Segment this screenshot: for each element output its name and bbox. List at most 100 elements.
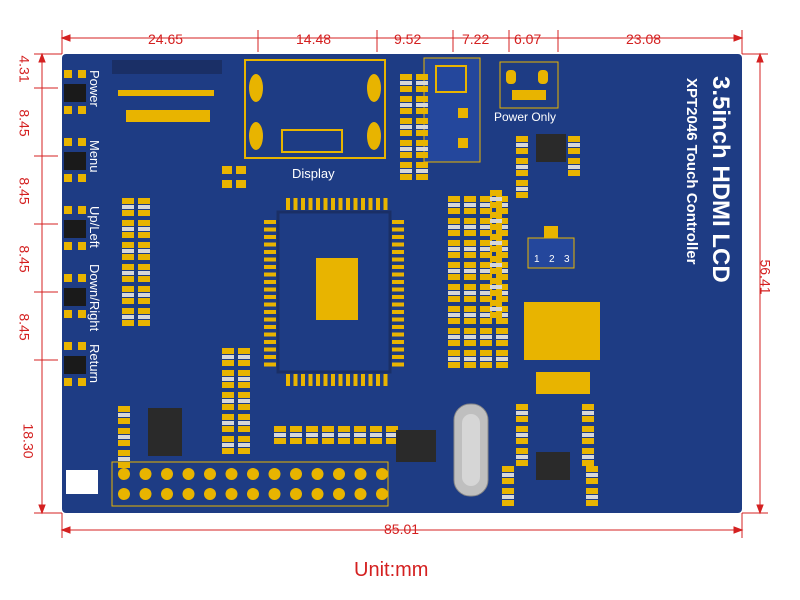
smd-body (464, 335, 476, 339)
gpio-pin (139, 468, 152, 480)
smd-pad (582, 404, 594, 410)
gpio-pin (311, 468, 324, 480)
qfp-pin (323, 374, 328, 386)
smd-pad (238, 414, 250, 420)
smd-pad (238, 436, 250, 442)
qfp-pin (392, 347, 404, 352)
smd-body (502, 495, 514, 499)
qfp-pin (361, 198, 365, 210)
smd-pad (480, 196, 492, 202)
smd-pad (448, 350, 460, 356)
gpio-pin (311, 488, 324, 500)
smd-pad (118, 450, 130, 456)
smd-pad (400, 74, 412, 80)
smd-pad (416, 130, 428, 136)
smd-pad (490, 234, 502, 240)
smd-pad (516, 448, 528, 454)
smd-body (238, 377, 250, 381)
smd-body (464, 269, 476, 273)
qfp-pin (308, 374, 313, 386)
smd-pad (138, 308, 150, 314)
smd-body (448, 291, 460, 295)
button-label-menu: Menu (87, 140, 102, 173)
qfp-pin (338, 374, 343, 386)
smd-body (516, 433, 528, 437)
smd-body (238, 399, 250, 403)
smd-pad (516, 192, 528, 198)
qfp-pin (264, 287, 276, 292)
smd-pad (122, 308, 134, 314)
qfp-pin (392, 227, 404, 232)
smd-pad (370, 438, 382, 444)
smd-pad (480, 296, 492, 302)
smd-body (416, 169, 428, 173)
smd-pad (222, 436, 234, 442)
smd-pad (138, 320, 150, 326)
smd-pad (122, 210, 134, 216)
pin-label-2: 2 (549, 254, 555, 265)
smd-pad (490, 246, 502, 252)
smd-pad (496, 296, 508, 302)
qfp-pin (392, 362, 404, 367)
qfp-pin (392, 242, 404, 247)
qfp-pin (264, 317, 276, 322)
smd-pad (274, 438, 286, 444)
smd-pad (490, 202, 502, 208)
qfp-pin (301, 198, 305, 210)
qfp-pin (392, 295, 404, 299)
smd-pad (118, 462, 130, 468)
smd-pad (496, 350, 508, 356)
smd-body (138, 271, 150, 275)
smd-pad (464, 362, 476, 368)
smd-pad (400, 162, 412, 168)
smd-body (238, 443, 250, 447)
smd-body (122, 271, 134, 275)
smd-pad (464, 252, 476, 258)
qfp-pin (264, 227, 276, 232)
qfp-pin (264, 340, 276, 344)
smd-body (490, 241, 502, 245)
gpio-pin (290, 468, 302, 480)
qfp-pin (392, 287, 404, 292)
smd-pad (138, 220, 150, 226)
smd-pad (496, 252, 508, 258)
smd-pad (516, 148, 528, 154)
smd-pad (490, 212, 502, 218)
smd-pad (138, 254, 150, 260)
smd-pad (490, 268, 502, 274)
gpio-pin (204, 468, 216, 480)
smd-body (400, 169, 412, 173)
smd-pad (582, 460, 594, 466)
qfp-pin (316, 374, 320, 386)
qfp-pin (264, 302, 276, 307)
pin-label-1: 1 (534, 254, 540, 265)
qfp-pin (392, 302, 404, 307)
smd-pad (338, 438, 350, 444)
smd-pad (306, 426, 318, 432)
dim-top-4: 7.22 (462, 31, 490, 47)
smd-body (122, 315, 134, 319)
qfp-pin (264, 235, 276, 239)
smd-pad (464, 274, 476, 280)
qfp-pin (392, 332, 404, 337)
smd-pad (416, 118, 428, 124)
smd-body (490, 263, 502, 267)
smd-pad (322, 426, 334, 432)
gpio-pin (225, 468, 238, 480)
smd-body (464, 247, 476, 251)
smd-pad (516, 180, 528, 186)
smd-pad (138, 198, 150, 204)
smd-pad (274, 426, 286, 432)
smd-body (416, 147, 428, 151)
smd-pad (568, 136, 580, 142)
smd-pad (480, 274, 492, 280)
smd-pad (480, 208, 492, 214)
smd-pad (138, 276, 150, 282)
smd-body (516, 165, 528, 169)
smd-pad (480, 218, 492, 224)
button-label-downright: Down/Right (87, 264, 102, 332)
smd-pad (480, 328, 492, 334)
smd-pad (448, 318, 460, 324)
gpio-pin (290, 488, 302, 500)
smd-pad (496, 340, 508, 346)
